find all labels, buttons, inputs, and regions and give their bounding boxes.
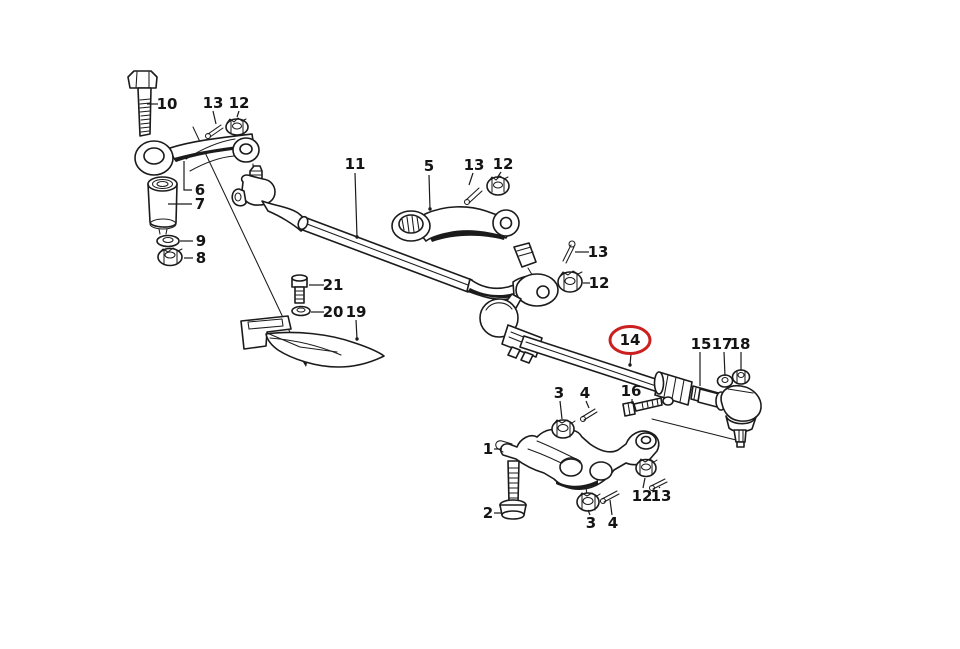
nut-3-bottom (576, 492, 601, 512)
part-label-18[interactable]: 18 (730, 335, 751, 353)
part-label-3-bottom[interactable]: 3 (586, 514, 596, 532)
part-label-13-mid[interactable]: 13 (588, 243, 609, 261)
bracket-19 (240, 315, 385, 368)
part-label-12-top-left[interactable]: 12 (229, 94, 250, 112)
part-label-9[interactable]: 9 (196, 232, 206, 250)
part-label-12-right[interactable]: 12 (632, 487, 653, 505)
highlight-ellipse-part-14 (608, 325, 652, 355)
bolt-16 (622, 397, 663, 417)
leader-line-5 (428, 174, 431, 210)
cotter-pin-13-arm (463, 187, 483, 206)
part-label-2[interactable]: 2 (483, 504, 493, 522)
part-label-5[interactable]: 5 (424, 157, 434, 175)
leader-dot-14 (628, 363, 632, 367)
drag-link-left-joint (231, 165, 310, 232)
castle-nut-12-mid (557, 270, 583, 293)
leader-line-19 (355, 319, 358, 340)
part-label-11[interactable]: 11 (345, 155, 366, 173)
part-label-12-mid[interactable]: 12 (589, 274, 610, 292)
leader-line-14 (629, 353, 632, 366)
part-label-13-arm[interactable]: 13 (464, 156, 485, 174)
part-label-13-top-left[interactable]: 13 (203, 94, 224, 112)
leader-line-6 (183, 161, 192, 191)
cotter-pin-13-right (648, 478, 668, 492)
leader-line-12-top-left (236, 110, 240, 118)
support-bracket-1 (495, 428, 660, 490)
part-label-19[interactable]: 19 (346, 303, 367, 321)
part-label-4-bottom[interactable]: 4 (608, 514, 618, 532)
nut-3-top (551, 419, 576, 439)
washer-20 (291, 305, 311, 317)
part-label-15[interactable]: 15 (691, 335, 712, 353)
leader-dot-19 (355, 337, 359, 341)
bolt-2 (499, 460, 527, 520)
washer-17 (716, 374, 734, 388)
part-label-4-top[interactable]: 4 (580, 384, 590, 402)
leader-dot-11 (355, 235, 359, 239)
leader-line-13-top-left (212, 110, 217, 125)
washer-9 (156, 234, 180, 248)
bushing-7 (147, 176, 178, 235)
part-label-12-arm[interactable]: 12 (493, 155, 514, 173)
part-label-16[interactable]: 16 (621, 382, 642, 400)
leader-dot-5 (428, 207, 432, 211)
bolt-21 (291, 274, 308, 304)
leader-line-12-right (642, 477, 646, 489)
pitman-arm-6 (134, 133, 260, 176)
nut-18 (731, 369, 751, 385)
leader-line-4-bottom (609, 499, 613, 516)
part-label-17[interactable]: 17 (712, 335, 733, 353)
leader-line-12-arm (496, 171, 502, 179)
leader-line-4-top (585, 400, 590, 409)
part-label-20[interactable]: 20 (323, 303, 344, 321)
part-label-14[interactable]: 14 (620, 331, 641, 349)
part-label-7[interactable]: 7 (195, 195, 205, 213)
part-label-3-top[interactable]: 3 (554, 384, 564, 402)
part-label-10[interactable]: 10 (157, 95, 178, 113)
cotter-pin-4-bottom (599, 490, 620, 505)
leader-line-13-right (658, 486, 661, 489)
bolt-10 (127, 70, 158, 137)
castle-nut-12-arm (486, 175, 510, 196)
leader-line-3-top (559, 400, 563, 420)
nut-8 (157, 247, 183, 267)
cotter-pin-4-top (579, 408, 598, 423)
leader-line-11 (354, 172, 358, 238)
tie-rod-end-ball-joint (697, 384, 762, 448)
part-label-21[interactable]: 21 (323, 276, 344, 294)
castle-nut-12-top (225, 117, 249, 136)
cotter-pin-13-mid (562, 240, 576, 264)
cotter-pin-13-top (204, 124, 224, 140)
adjusting-sleeve (653, 371, 693, 406)
leader-line-17 (723, 351, 726, 377)
tie-rod-14 (479, 293, 669, 395)
part-label-13-right[interactable]: 13 (651, 487, 672, 505)
part-label-1[interactable]: 1 (483, 440, 493, 458)
nut-12-right (635, 458, 658, 478)
part-label-6[interactable]: 6 (195, 181, 205, 199)
leader-line-3-bottom (587, 509, 591, 516)
steering-arm-5 (391, 206, 537, 268)
leader-line-13-arm (468, 172, 474, 186)
part-label-8[interactable]: 8 (196, 249, 206, 267)
